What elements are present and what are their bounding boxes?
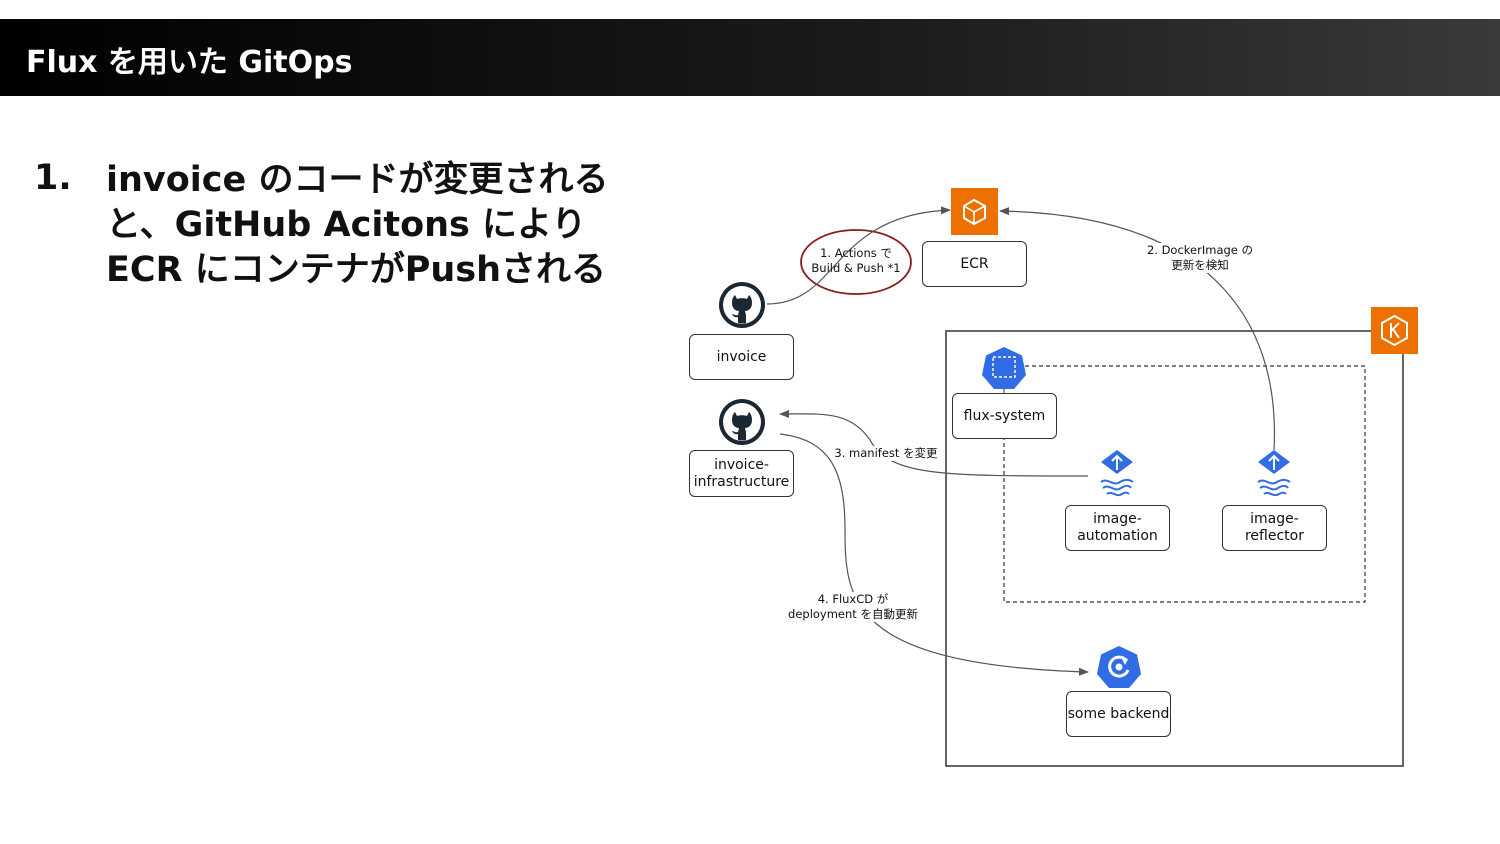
edge-label-docker-image-line-2: 更新を検知	[1171, 258, 1229, 272]
image-reflector-node: image-reflector	[1222, 505, 1327, 551]
some-backend-node: some backend	[1066, 691, 1171, 737]
image-automation-label-line-2: automation	[1077, 528, 1158, 544]
github-icon	[719, 399, 765, 445]
image-automation-icon	[1100, 450, 1134, 497]
step-line-2: と、GitHub Acitons により	[106, 205, 587, 245]
step-line-3: ECR にコンテナがPushされる	[106, 250, 607, 290]
step-number: 1.	[34, 158, 72, 198]
image-reflector-label: image-reflector	[1244, 511, 1304, 544]
ecr-icon	[951, 188, 998, 235]
invoice-infrastructure-label-line-2: infrastructure	[693, 473, 790, 490]
edge-reflector-to-ecr	[999, 207, 1276, 451]
edge-label-fluxcd-line-2: deployment を自動更新	[788, 607, 918, 621]
flux-namespace-boundary	[1003, 365, 1366, 603]
invoice-node: invoice	[689, 334, 794, 380]
flux-system-node: flux-system	[952, 393, 1057, 439]
eks-icon	[1371, 307, 1418, 354]
image-automation-label-line-1: image-	[1093, 511, 1142, 527]
edge-label-actions-line-1: 1. Actions で	[820, 246, 892, 260]
github-icon	[719, 282, 765, 328]
highlight-circle	[800, 229, 912, 295]
invoice-infrastructure-label-line-1: invoice-	[714, 456, 769, 473]
edge-label-actions-line-2: Build & Push *1	[811, 261, 901, 275]
edge-label-docker-image: 2. DockerImage の 更新を検知	[1140, 243, 1260, 273]
edge-label-docker-image-line-1: 2. DockerImage の	[1146, 243, 1254, 257]
edge-label-fluxcd-line-1: 4. FluxCD が	[817, 592, 889, 606]
step-line-1: invoice のコードが変更される	[106, 160, 609, 200]
ecr-label: ECR	[960, 255, 989, 272]
invoice-infrastructure-node: invoice- infrastructure	[689, 450, 794, 497]
edge-label-manifest: 3. manifest を変更	[834, 446, 938, 461]
invoice-label: invoice	[716, 348, 767, 365]
deployment-icon	[1097, 646, 1141, 688]
edge-label-fluxcd: 4. FluxCD が deployment を自動更新	[788, 592, 918, 622]
edge-label-actions: 1. Actions で Build & Push *1	[808, 246, 904, 276]
title-bar: Flux を用いた GitOps	[0, 19, 1500, 96]
flux-system-label: flux-system	[963, 407, 1046, 424]
page-title: Flux を用いた GitOps	[26, 45, 353, 80]
image-reflector-icon	[1257, 450, 1291, 497]
some-backend-label: some backend	[1067, 705, 1170, 722]
edge-infra-to-backend	[779, 433, 1089, 676]
edge-invoice-to-ecr	[766, 206, 951, 305]
step-description: invoice のコードが変更される と、GitHub Acitons により …	[106, 158, 608, 293]
flux-system-icon	[982, 347, 1026, 389]
image-automation-node: image- automation	[1065, 505, 1170, 551]
ecr-node: ECR	[922, 241, 1027, 287]
cluster-boundary	[945, 330, 1404, 767]
